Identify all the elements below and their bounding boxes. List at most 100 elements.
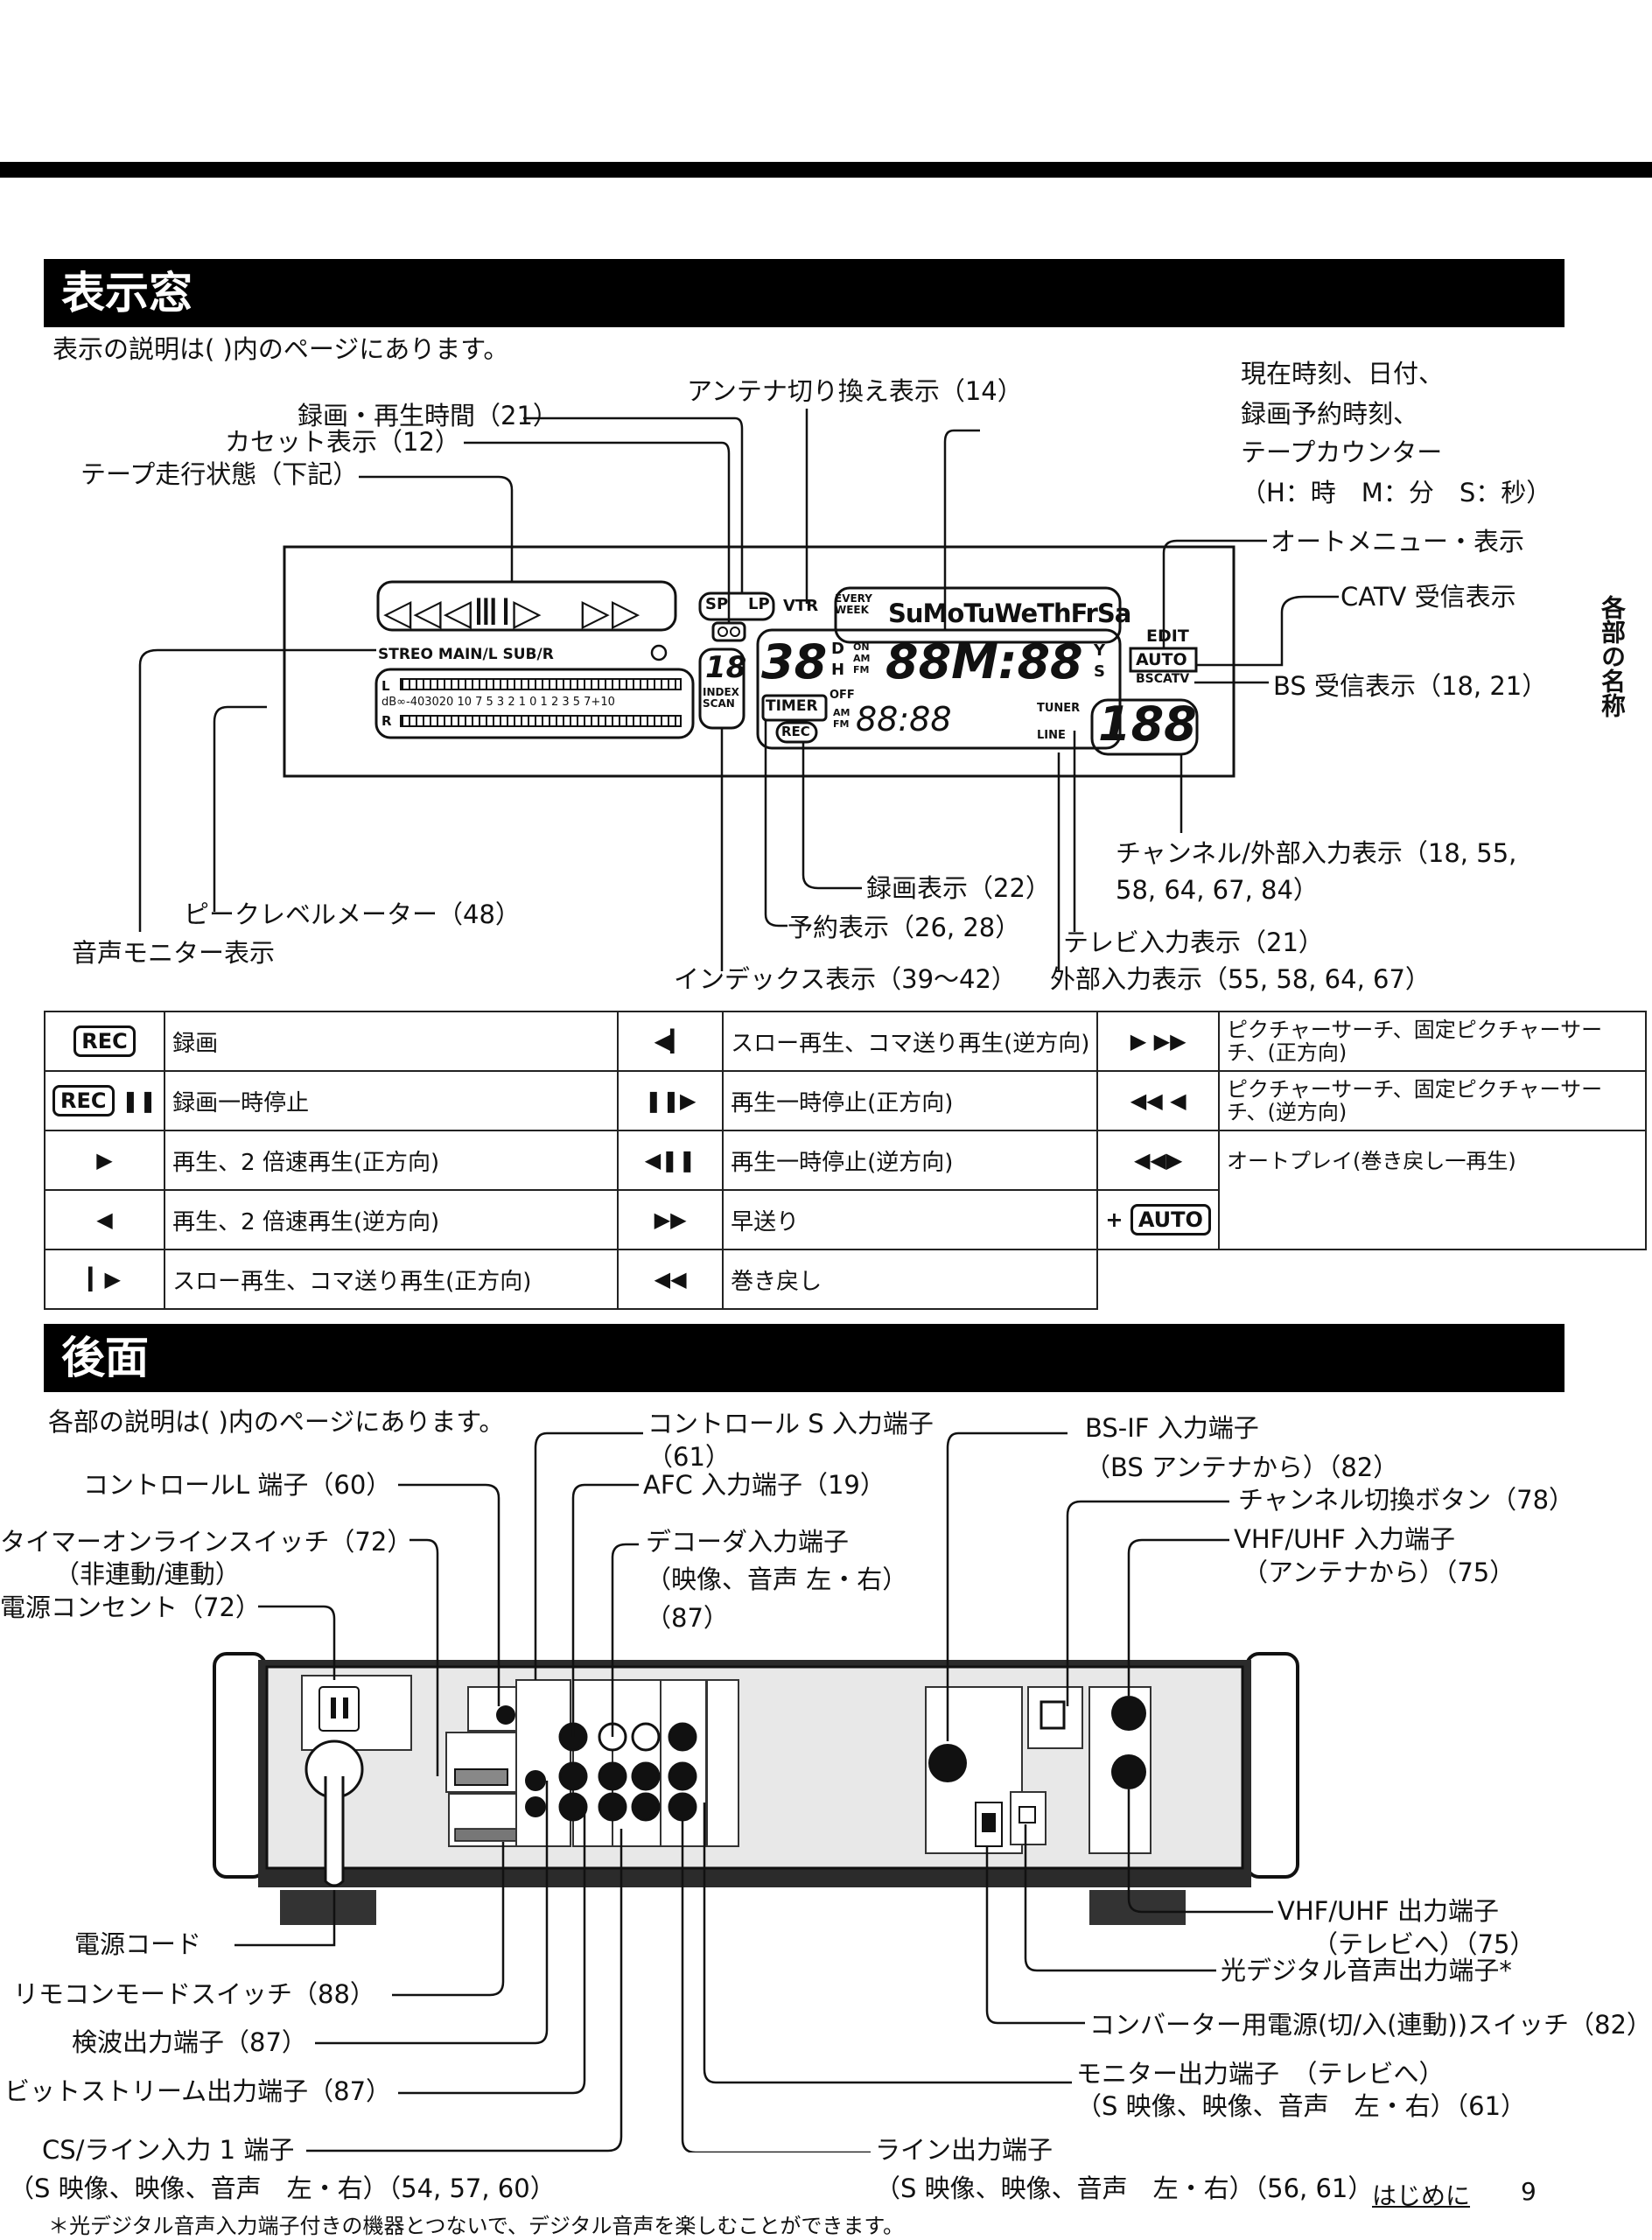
- h-text: H: [831, 661, 845, 679]
- channel-button: [1040, 1700, 1066, 1730]
- legend-description: ピクチャーサーチ、固定ピクチャーサーチ、(正方向): [1217, 1011, 1647, 1072]
- callout-decoder-2: （映像、音声 左・右）: [646, 1564, 908, 1594]
- callout-monitor-1: モニター出力端子 （テレビへ）: [1076, 2059, 1445, 2089]
- index-text: INDEX: [703, 686, 739, 698]
- av-jack: [598, 1761, 627, 1791]
- section-title-rear: 後面: [44, 1324, 1564, 1392]
- callout-bs-if-2: （BS アンテナから）（82）: [1085, 1452, 1399, 1482]
- legend-symbol: REC: [43, 1011, 166, 1072]
- legend-symbol: ▎▶: [43, 1249, 166, 1310]
- callout-line-out-2: （S 映像、映像、音声 左・右）（56, 61）: [875, 2174, 1374, 2203]
- optical-jack: [1018, 1806, 1036, 1824]
- legend-description: ピクチャーサーチ、固定ピクチャーサーチ、(逆方向): [1217, 1070, 1647, 1131]
- callout-tape-state: テープ走行状態（下記）: [80, 459, 359, 489]
- callout-control-l: コントロールL 端子（60）: [83, 1470, 392, 1500]
- rec-label: REC: [781, 724, 810, 739]
- callout-rec-indicator: 録画表示（22）: [866, 873, 1051, 903]
- callout-cs-line-1: CS/ライン入力 1 端子: [42, 2135, 295, 2165]
- sp-label: SP: [705, 595, 729, 613]
- audio-monitor-circle: [650, 644, 668, 662]
- legend-symbol: ◀◀ ◀: [1096, 1070, 1220, 1131]
- section-title-display: 表示窓: [44, 259, 1564, 327]
- control-l-jack: [496, 1705, 515, 1725]
- callout-rec-time: 録画・再生時間（21）: [298, 401, 558, 430]
- channel-box: [1090, 698, 1199, 756]
- callout-bs-if-1: BS-IF 入力端子: [1085, 1413, 1259, 1443]
- section-intro-rear: 各部の説明は( )内のページにあります。: [48, 1407, 505, 1437]
- legend-description: 再生一時停止(正方向): [722, 1070, 1099, 1131]
- callout-detect-output: 検波出力端子（87）: [72, 2027, 307, 2057]
- callout-line-out-1: ライン出力端子: [875, 2135, 1054, 2165]
- auto-label: AUTO: [1136, 650, 1187, 669]
- callout-monitor-2: （S 映像、映像、音声 左・右）（61）: [1076, 2091, 1527, 2121]
- callout-control-s-1: コントロール S 入力端子: [648, 1409, 934, 1438]
- callout-audio-monitor: 音声モニター表示: [72, 938, 276, 968]
- av-jack: [668, 1722, 697, 1752]
- legend-description: 巻き戻し: [722, 1249, 1099, 1310]
- callout-decoder-1: デコーダ入力端子: [646, 1527, 850, 1557]
- av-jack: [631, 1792, 661, 1822]
- s-text: S: [1094, 662, 1105, 681]
- rear-diagram: [213, 1432, 1299, 2152]
- timer-box: [761, 694, 828, 722]
- footer-section: はじめに: [1372, 2181, 1471, 2210]
- lp-label: LP: [748, 595, 770, 613]
- meter-l-label: L: [382, 678, 390, 694]
- callout-vhf-in-1: VHF/UHF 入力端子: [1234, 1524, 1456, 1554]
- callout-timer-switch-1: タイマーオンラインスイッチ（72）: [0, 1527, 413, 1557]
- callout-timer-switch-2: （非連動/連動）: [54, 1559, 241, 1589]
- callout-vhf-out-1: VHF/UHF 出力端子: [1278, 1896, 1500, 1926]
- legend-symbol: ◀◀: [617, 1249, 724, 1310]
- legend-symbol: ◀: [43, 1189, 166, 1250]
- channel-digits: 188: [1098, 696, 1197, 752]
- y-text: Y: [1094, 641, 1106, 660]
- callout-clock-2: 録画予約時刻、: [1241, 399, 1419, 429]
- callout-vhf-in-2: （アンテナから）（75）: [1242, 1558, 1516, 1587]
- av-jack: [668, 1792, 697, 1822]
- scan-text: SCAN: [703, 697, 735, 710]
- callout-vhf-out-2: （テレビへ）（75）: [1312, 1929, 1536, 1959]
- callout-clock-4: （H：時 M：分 S：秒）: [1241, 478, 1552, 508]
- legend-symbol: ◀◀▶: [1096, 1130, 1220, 1191]
- meter-r-label: R: [382, 713, 392, 729]
- legend-symbol: ▶ ▶▶: [1096, 1011, 1220, 1072]
- output-jack: [525, 1770, 546, 1791]
- d-text: D: [831, 640, 844, 658]
- callout-clock-1: 現在時刻、日付、: [1241, 359, 1445, 388]
- ac-outlet: [318, 1686, 360, 1732]
- meter-box: [374, 668, 695, 739]
- legend-description: [1219, 1250, 1646, 1309]
- sp-lp-box: [698, 592, 775, 621]
- bs-if-jack: [928, 1744, 967, 1782]
- legend-description: スロー再生、コマ送り再生(正方向): [164, 1249, 620, 1310]
- page-number: 9: [1521, 2177, 1536, 2206]
- av-jack: [631, 1722, 661, 1752]
- legend-description: [1217, 1190, 1647, 1250]
- jack-plate: [706, 1679, 739, 1847]
- legend-row: REC ❚❚録画一時停止❚❚▶再生一時停止(正方向)◀◀ ◀ピクチャーサーチ、固…: [43, 1070, 1647, 1131]
- fm-small-text: FM: [833, 718, 850, 730]
- weekdays: SuMoTuWeThFrSa: [888, 598, 1131, 628]
- callout-control-s-2: （61）: [648, 1442, 731, 1472]
- legend-description: 録画一時停止: [164, 1070, 620, 1131]
- callout-channel-1: チャンネル/外部入力表示（18, 55,: [1116, 838, 1517, 868]
- fm-text: FM: [853, 664, 870, 676]
- timer-online-switch: [454, 1768, 508, 1786]
- callout-power-cord: 電源コード: [74, 1929, 202, 1959]
- callout-cassette: カセット表示（12）: [225, 427, 460, 457]
- legend-symbol: ◀▎: [617, 1011, 724, 1072]
- callout-ext-input: 外部入力表示（55, 58, 64, 67）: [1050, 964, 1431, 994]
- legend-description: 再生、2 倍速再生(逆方向): [164, 1189, 620, 1250]
- legend-symbol: + AUTO: [1096, 1189, 1220, 1250]
- legend-symbol: [1097, 1250, 1219, 1309]
- legend-symbol: REC ❚❚: [43, 1070, 166, 1131]
- legend-description: スロー再生、コマ送り再生(逆方向): [722, 1011, 1099, 1072]
- legend-symbol: ❚❚▶: [617, 1070, 724, 1131]
- main-lcd-box: [756, 628, 1122, 750]
- callout-bitstream: ビットストリーム出力端子（87）: [4, 2076, 392, 2106]
- legend-row: ◀再生、2 倍速再生(逆方向)▶▶早送り+ AUTO: [43, 1189, 1647, 1250]
- audio-row-label: STREO MAIN/L SUB/R: [378, 646, 554, 663]
